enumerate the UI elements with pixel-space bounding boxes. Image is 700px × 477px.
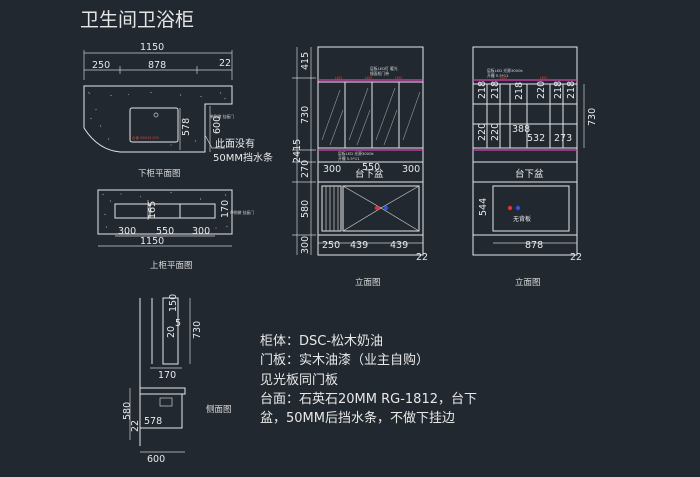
side-elevation-caption: 立面图	[515, 277, 541, 288]
dim-lower-inner-depth: 578	[181, 118, 192, 136]
front-elevation-caption: 立面图	[355, 277, 381, 288]
dim-lower-depth: 600	[212, 116, 223, 134]
dim-section-730: 730	[192, 321, 203, 339]
dim-front-2415: 2415	[292, 139, 303, 163]
dim-front-300: 300	[300, 236, 311, 254]
dim-side-mid-388: 388	[512, 124, 530, 135]
front-led-3: LED	[395, 76, 402, 80]
dim-upper-total: 1150	[140, 236, 164, 247]
spec-line-2: 门板：实木油漆（业主自购）	[260, 352, 429, 368]
dim-upper-depth: 165	[147, 201, 158, 219]
dim-front-415: 415	[300, 52, 311, 70]
spec-line-3: 见光板同门板	[260, 373, 338, 388]
dim-side-878: 878	[525, 240, 543, 251]
lower-plan-caption: 下柜平面图	[138, 168, 181, 179]
dim-upper-left: 300	[118, 226, 136, 237]
dim-side-mid-220b: 220	[490, 123, 501, 141]
front-mini-d: 开槽 5.5*11	[338, 156, 360, 161]
dim-upper-mid: 550	[156, 226, 174, 237]
dim-side-218a: 218	[477, 81, 488, 99]
dim-front-bot-439a: 439	[350, 240, 368, 251]
dim-lower-mid: 878	[148, 60, 166, 71]
dim-side-544: 544	[478, 198, 489, 216]
dim-front-top-550: 550	[362, 162, 380, 173]
dim-section-20: 20	[166, 326, 177, 338]
side-panel-label: 无背板	[513, 215, 531, 223]
side-elevation: 层板LED 光源3000k 开槽 5.5*11 LED LED 218 218 …	[472, 46, 598, 288]
dim-side-218c: 218	[514, 82, 525, 100]
dim-side-mid-532: 532	[527, 133, 545, 144]
dim-front-730: 730	[300, 106, 311, 124]
upper-cabinet-plan: 165 170 单侧做 挂板门 300 550 300 1150 上柜平面图	[97, 189, 254, 271]
front-mini-a: 层板LED灯 暖光	[370, 66, 398, 71]
front-led-1: LED	[335, 76, 342, 80]
dim-front-top-300b: 300	[402, 164, 420, 175]
side-led-1: LED	[500, 76, 507, 80]
side-section: 150 20 730 5 170 580 22 578 600 侧面图	[122, 294, 232, 465]
dim-upper-right: 300	[192, 226, 210, 237]
lower-plan-note-2: 50MM挡水条	[213, 151, 273, 164]
dim-front-bot-22: 22	[416, 252, 428, 263]
dim-side-220: 220	[536, 81, 547, 99]
lower-plan-mini-b: 单侧做 挂板门	[210, 114, 234, 119]
dim-side-218e: 218	[566, 81, 577, 99]
dim-section-600: 600	[147, 454, 165, 465]
dim-front-bot-250: 250	[322, 240, 340, 251]
dim-front-bot-439b: 439	[390, 240, 408, 251]
side-section-caption: 侧面图	[206, 404, 232, 415]
lower-cabinet-plan: 1150 250 878 22 台面 600X1150 单侧做 挂板门 578 …	[83, 42, 273, 179]
dim-side-22: 22	[570, 252, 582, 263]
front-led-2: LED	[365, 76, 372, 80]
dim-front-top-300a: 300	[323, 164, 341, 175]
dim-side-mid-273: 273	[554, 133, 572, 144]
front-elevation: 415 730 270 2415 580 300 LED LED LED 层板L…	[292, 46, 428, 288]
lower-plan-note-1: 此面没有	[215, 137, 255, 150]
dim-front-270: 270	[300, 160, 311, 178]
front-basin-label: 台下盆	[355, 168, 384, 180]
dim-section-5: 5	[175, 318, 181, 329]
dim-section-150: 150	[168, 294, 179, 312]
drawing-title: 卫生间卫浴柜	[80, 9, 194, 31]
dim-front-580: 580	[300, 200, 311, 218]
dim-section-578: 578	[144, 416, 162, 427]
front-mini-c: 层板LED 光源3000k	[338, 151, 374, 156]
side-led-2: LED	[540, 76, 547, 80]
dim-section-580: 580	[122, 402, 133, 420]
side-mini-a: 层板LED 光源3000k	[487, 68, 523, 73]
side-basin-label: 台下盆	[515, 168, 544, 180]
dim-side-218d: 218	[553, 81, 564, 99]
spec-notes: 柜体：DSC-松木奶油 门板：实木油漆（业主自购） 见光板同门板 台面：石英石2…	[260, 334, 477, 426]
spec-line-1: 柜体：DSC-松木奶油	[260, 334, 383, 349]
dim-side-mid-220a: 220	[477, 123, 488, 141]
dim-lower-left: 250	[92, 60, 110, 71]
dim-lower-width: 1150	[140, 42, 164, 53]
dim-lower-right: 22	[219, 58, 231, 69]
upper-plan-mini: 单侧做 挂板门	[230, 210, 254, 215]
dim-side-218b: 218	[490, 81, 501, 99]
spec-line-5: 盆，50MM后挡水条，不做下挂边	[260, 410, 455, 426]
dim-side-730: 730	[587, 108, 598, 126]
front-mini-b: 镜面柜门带	[370, 71, 389, 76]
dim-upper-side: 170	[220, 200, 231, 218]
lower-plan-mini-a: 台面 600X1150	[132, 135, 160, 140]
side-mini-b: 开槽 5.5*11	[487, 73, 509, 78]
upper-plan-caption: 上柜平面图	[150, 260, 193, 271]
dim-section-170: 170	[158, 370, 176, 381]
dim-section-22: 22	[130, 420, 141, 432]
spec-line-4: 台面：石英石20MM RG-1812，台下	[260, 392, 477, 407]
